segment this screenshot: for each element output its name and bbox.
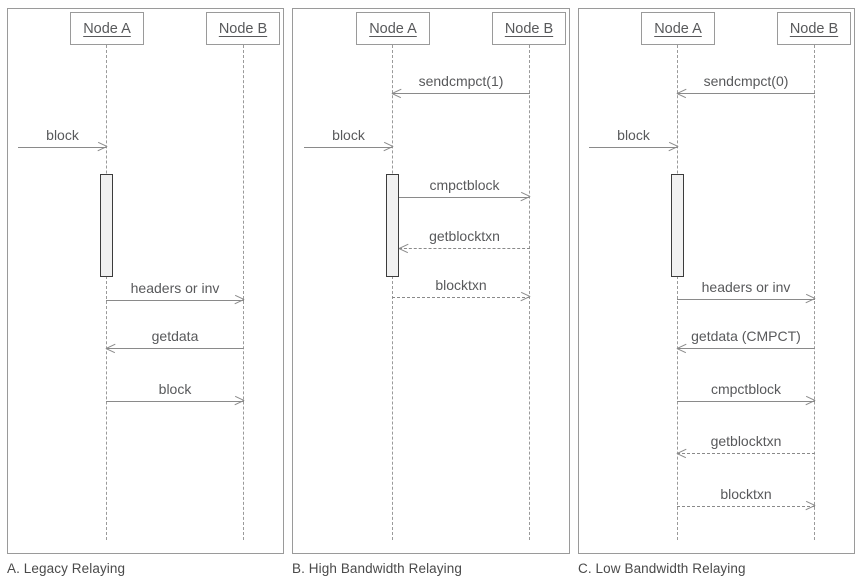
panel-a xyxy=(7,8,284,554)
panel-c-message-label: cmpctblock xyxy=(710,381,782,397)
panel-a-message-label: getdata xyxy=(151,328,199,344)
panel-b-message-label: getblocktxn xyxy=(429,228,500,244)
panel-b-node-a-box: Node A xyxy=(356,12,430,45)
message-line xyxy=(106,300,244,301)
message-line xyxy=(106,348,244,349)
panel-c-node-a-label: Node A xyxy=(654,20,702,37)
panel-b-node-b-box: Node B xyxy=(492,12,566,45)
message-line xyxy=(399,248,530,249)
panel-c-node-b-lifeline xyxy=(814,45,815,540)
panel-c-node-b-box: Node B xyxy=(777,12,851,45)
panel-a-external-block-label: block xyxy=(46,127,79,143)
panel-b-message-label: sendcmpct(1) xyxy=(418,73,504,89)
panel-a-node-b-lifeline xyxy=(243,45,244,540)
panel-a-node-a-box: Node A xyxy=(70,12,144,45)
panel-a-node-a-lifeline xyxy=(106,45,107,540)
panel-b-node-b-lifeline xyxy=(529,45,530,540)
panel-a-node-a-activation xyxy=(100,174,113,277)
message-line xyxy=(677,453,815,454)
panel-a-caption: A. Legacy Relaying xyxy=(7,561,126,576)
message-line xyxy=(589,147,678,148)
panel-a-node-b-box: Node B xyxy=(206,12,280,45)
panel-c-node-b-label: Node B xyxy=(789,20,839,37)
panel-b-message-label: cmpctblock xyxy=(429,177,500,193)
panel-b-node-a-lifeline xyxy=(392,45,393,540)
panel-c-message-label: getblocktxn xyxy=(710,433,782,449)
panel-b-caption: B. High Bandwidth Relaying xyxy=(292,561,462,576)
panel-a-message-label: block xyxy=(158,381,192,397)
message-line xyxy=(677,299,815,300)
panel-c-node-a-lifeline xyxy=(677,45,678,540)
message-line xyxy=(106,401,244,402)
message-line xyxy=(677,506,815,507)
panel-a-node-a-label: Node A xyxy=(83,20,131,37)
panel-c-external-block-label: block xyxy=(617,127,650,143)
panel-a-message-label: headers or inv xyxy=(130,280,220,296)
panel-c-caption: C. Low Bandwidth Relaying xyxy=(578,561,746,576)
panel-b-node-a-label: Node A xyxy=(369,20,417,37)
message-line xyxy=(304,147,393,148)
panel-c-message-label: sendcmpct(0) xyxy=(703,73,789,89)
message-line xyxy=(392,297,530,298)
panel-c xyxy=(578,8,855,554)
panel-b xyxy=(292,8,570,554)
message-line xyxy=(18,147,107,148)
message-line xyxy=(677,348,815,349)
panel-b-node-b-label: Node B xyxy=(504,20,554,37)
message-line xyxy=(677,93,815,94)
message-line xyxy=(392,93,530,94)
panel-b-node-a-activation xyxy=(386,174,399,277)
message-line xyxy=(677,401,815,402)
panel-c-node-a-activation xyxy=(671,174,684,277)
panel-b-external-block-label: block xyxy=(332,127,365,143)
panel-a-node-b-label: Node B xyxy=(218,20,268,37)
panel-b-message-label: blocktxn xyxy=(435,277,487,293)
panel-c-node-a-box: Node A xyxy=(641,12,715,45)
panel-c-message-label: blocktxn xyxy=(720,486,772,502)
panel-c-message-label: headers or inv xyxy=(701,279,791,295)
message-line xyxy=(399,197,530,198)
panel-c-message-label: getdata (CMPCT) xyxy=(691,328,801,344)
